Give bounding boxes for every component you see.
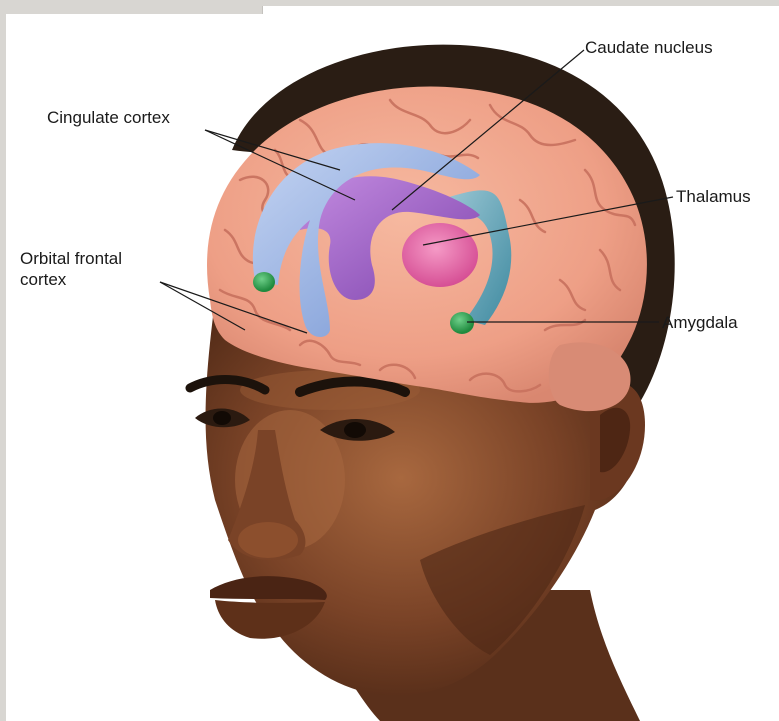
nose-tip (238, 522, 298, 558)
left-eye-iris (213, 411, 231, 425)
orbital-frontal-label-line1: Orbital frontal (20, 249, 122, 269)
amygdala-label: Amygdala (662, 313, 738, 333)
thalamus-label: Thalamus (676, 187, 751, 207)
caudate-nucleus-label: Caudate nucleus (585, 38, 713, 58)
amygdala-left-node (253, 272, 275, 292)
right-eye-iris (344, 422, 366, 438)
amygdala-right-node (450, 312, 474, 334)
cingulate-cortex-label: Cingulate cortex (47, 108, 170, 128)
thalamus-shape (402, 223, 478, 287)
orbital-frontal-label-line2: cortex (20, 270, 66, 290)
